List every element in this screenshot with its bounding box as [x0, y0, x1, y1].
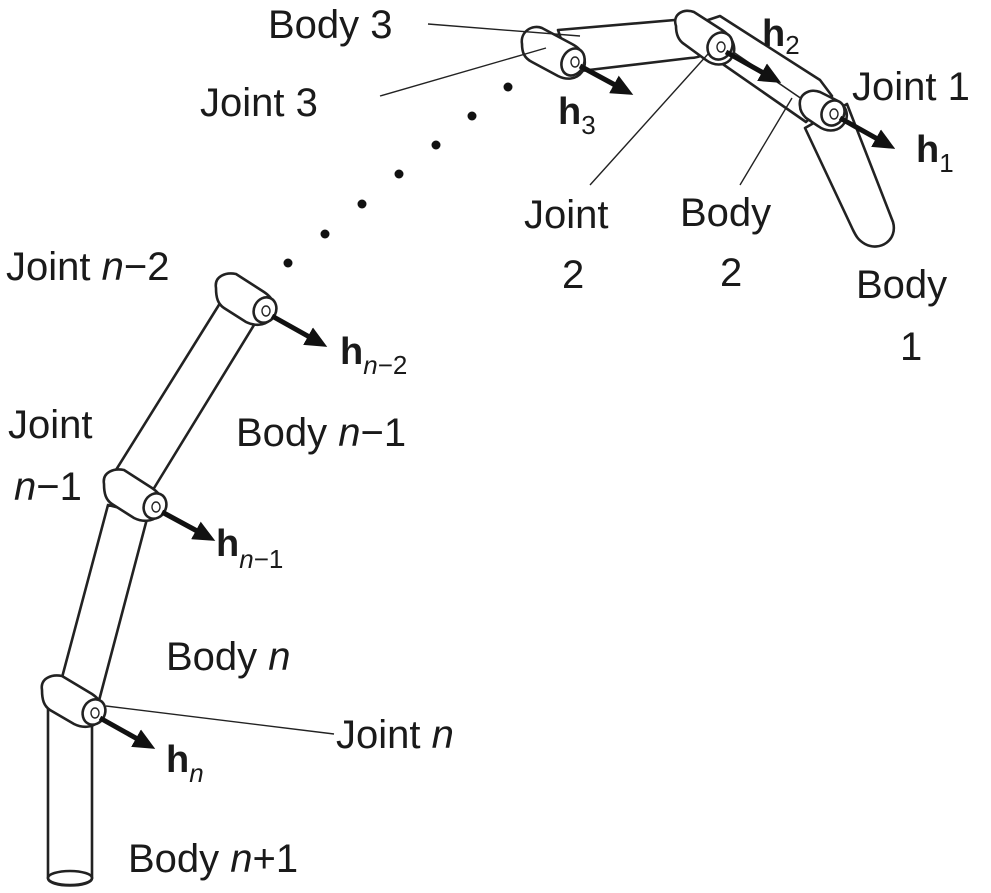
label-body-n: Body n — [166, 635, 291, 679]
label-joint-2-line2: 2 — [562, 253, 584, 297]
label-joint-n-minus-1-line2: n−1 — [14, 465, 82, 509]
leader-body-2 — [739, 97, 793, 186]
body-n-plus-1 — [46, 698, 94, 887]
label-body-2-line2: 2 — [720, 251, 742, 295]
joint-n-minus-2 — [214, 272, 278, 327]
label-joint-3: Joint 3 — [200, 81, 318, 125]
axis-arrow-h2 — [724, 49, 782, 83]
label-body-n-minus-1: Body n−1 — [236, 411, 406, 455]
body-1 — [803, 102, 896, 248]
joint-n — [40, 674, 107, 729]
leader-joint-3 — [379, 47, 547, 97]
joint-1 — [798, 89, 849, 132]
label-body-1-line1: Body — [856, 263, 947, 307]
leader-body-3 — [427, 23, 581, 37]
axis-arrow-h-n — [98, 715, 156, 749]
vector-label-h1: h1 — [916, 129, 954, 178]
leader-lines — [105, 23, 793, 735]
axis-arrow-h-n-minus-1 — [160, 509, 216, 541]
label-joint-1: Joint 1 — [852, 65, 970, 109]
vector-label-h2: h2 — [762, 13, 800, 60]
label-joint-2-line1: Joint — [524, 193, 609, 237]
label-body-1-line2: 1 — [900, 325, 922, 369]
body-n-minus-1 — [104, 298, 264, 500]
vector-label-h3: h3 — [558, 91, 596, 140]
vector-label-h-n: hn — [166, 739, 204, 788]
label-body-3: Body 3 — [268, 3, 393, 47]
joint-2 — [673, 9, 736, 66]
leader-joint-2 — [589, 53, 709, 186]
axis-arrow-h-n-minus-2 — [270, 313, 328, 347]
joint-3 — [520, 25, 586, 80]
label-body-2-line1: Body — [680, 191, 771, 235]
vector-label-h-n-minus-1: hn−1 — [216, 523, 283, 574]
leader-joint-n — [105, 705, 335, 735]
label-joint-n: Joint n — [336, 713, 454, 757]
vector-label-h-n-minus-2: hn−2 — [340, 331, 407, 380]
axis-arrow-h3 — [578, 63, 634, 95]
ellipsis-dots — [283, 82, 513, 268]
joint-n-minus-1 — [102, 468, 168, 523]
label-joint-n-minus-2: Joint n−2 — [6, 245, 169, 289]
label-joint-n-minus-1-line1: Joint — [8, 403, 93, 447]
label-body-n-plus-1: Body n+1 — [128, 837, 298, 881]
axis-arrow-h1 — [838, 115, 896, 149]
